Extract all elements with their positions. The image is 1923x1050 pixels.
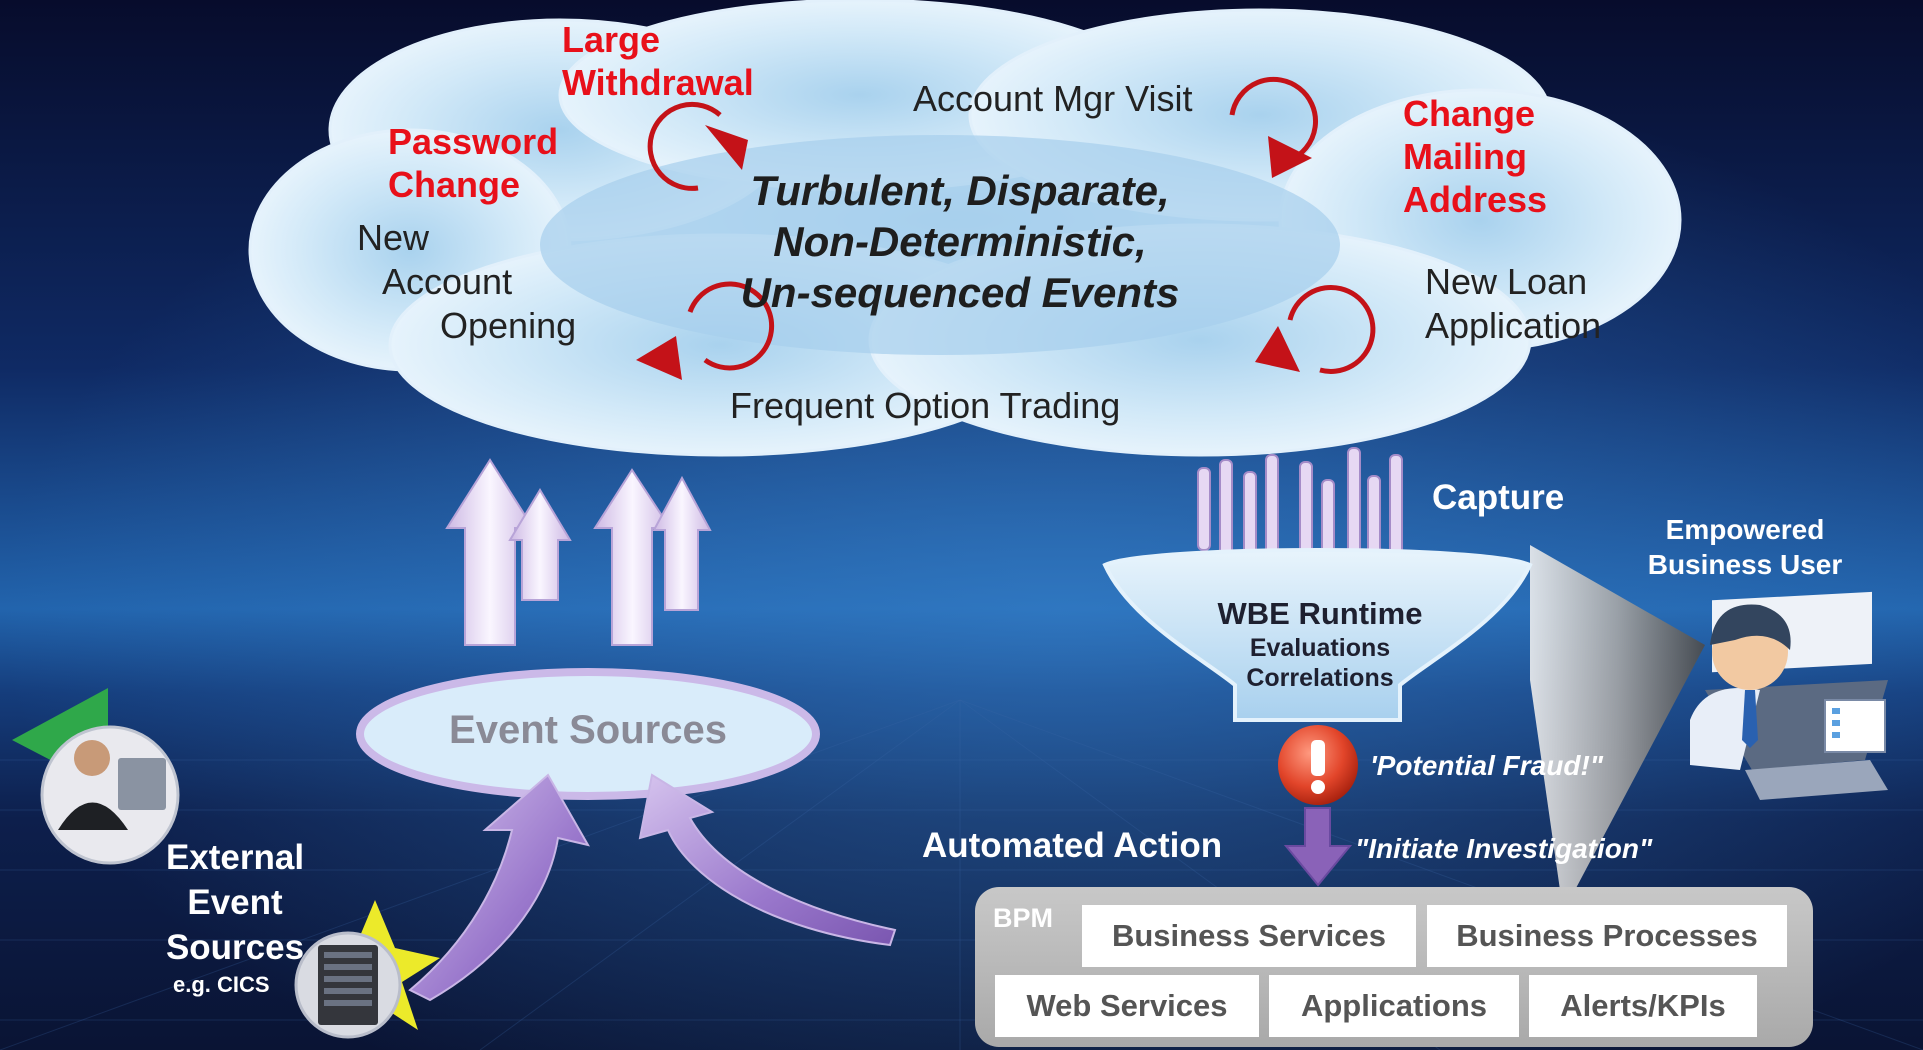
event-large-withdrawal-line-2: Withdrawal xyxy=(562,62,754,103)
source-feed-arrows xyxy=(408,773,897,1002)
bpm-alerts-kpis: Alerts/KPIs xyxy=(1529,975,1757,1037)
event-password-change-line-2: Change xyxy=(388,164,521,205)
event-new-loan-line-1: New Loan xyxy=(1425,261,1588,302)
external-sources-line-2: Event xyxy=(187,883,283,922)
event-account-mgr-visit: Account Mgr Visit xyxy=(913,78,1193,119)
external-sources-example: e.g. CICS xyxy=(173,972,270,997)
user-beam xyxy=(1530,545,1705,890)
external-event-sources: External Event Sources xyxy=(140,835,330,970)
upward-event-arrows xyxy=(445,458,712,646)
cloud-core xyxy=(540,135,1340,355)
wbe-runtime-line-2: Correlations xyxy=(1246,664,1394,692)
empowered-user-label: Empowered Business User xyxy=(1620,512,1870,582)
empowered-user-icon xyxy=(1690,591,1888,800)
wbe-runtime-line-1: Evaluations xyxy=(1249,634,1391,662)
bpm-label: BPM xyxy=(993,903,1053,933)
event-new-account-line-2: Account xyxy=(382,261,513,302)
external-sources-line-3: Sources xyxy=(165,928,305,967)
event-password-change-line-1: Password xyxy=(388,121,559,162)
bpm-web-services: Web Services xyxy=(995,975,1259,1037)
action-down-arrow xyxy=(1283,807,1353,887)
event-change-mailing-line-2: Mailing xyxy=(1403,136,1527,177)
bpm-business-services: Business Services xyxy=(1082,905,1416,967)
wbe-runtime-title: WBE Runtime xyxy=(1217,596,1423,631)
event-new-account-line-1: New xyxy=(357,217,430,258)
event-sources-ellipse xyxy=(356,668,820,800)
automated-action-label: Automated Action xyxy=(922,826,1223,865)
empowered-user-line-2: Business User xyxy=(1647,549,1843,580)
cycle-arrowheads xyxy=(636,125,1312,380)
event-new-loan-application: New Loan Application xyxy=(1425,260,1601,348)
cloud-line-3: Un-sequenced Events xyxy=(740,269,1180,316)
event-sources-label: Event Sources xyxy=(449,708,727,752)
cloud-line-1: Turbulent, Disparate, xyxy=(750,167,1170,214)
cloud-center-text: Turbulent, Disparate, Non-Deterministic,… xyxy=(700,165,1220,318)
event-change-mailing-line-1: Change xyxy=(1403,93,1536,134)
wbe-funnel xyxy=(1102,548,1533,722)
event-password-change: Password Change xyxy=(388,120,558,206)
cloud-line-2: Non-Deterministic, xyxy=(773,218,1147,265)
potential-fraud-label: 'Potential Fraud!" xyxy=(1370,750,1604,781)
external-sources-line-1: External xyxy=(165,838,305,877)
event-large-withdrawal: Large Withdrawal xyxy=(562,18,754,104)
event-new-loan-line-2: Application xyxy=(1425,305,1602,346)
wbe-runtime: WBE Runtime Evaluations Correlations xyxy=(1185,595,1455,693)
event-new-account-line-3: Opening xyxy=(440,305,577,346)
event-change-mailing-line-3: Address xyxy=(1403,179,1548,220)
initiate-investigation-quote: "Initiate Investigation" xyxy=(1355,833,1653,864)
empowered-user-line-1: Empowered xyxy=(1665,514,1825,545)
event-large-withdrawal-line-1: Large xyxy=(562,19,661,60)
event-new-account-opening: New Account Opening xyxy=(357,216,576,348)
person-icon xyxy=(74,740,110,776)
event-frequent-option-trading: Frequent Option Trading xyxy=(730,385,1121,426)
event-change-mailing-address: Change Mailing Address xyxy=(1403,92,1547,221)
capture-label: Capture xyxy=(1432,478,1565,517)
laptop-icon xyxy=(118,758,166,810)
cycle-arrows xyxy=(647,76,1376,374)
bpm-applications: Applications xyxy=(1269,975,1519,1037)
bpm-business-processes: Business Processes xyxy=(1427,905,1787,967)
